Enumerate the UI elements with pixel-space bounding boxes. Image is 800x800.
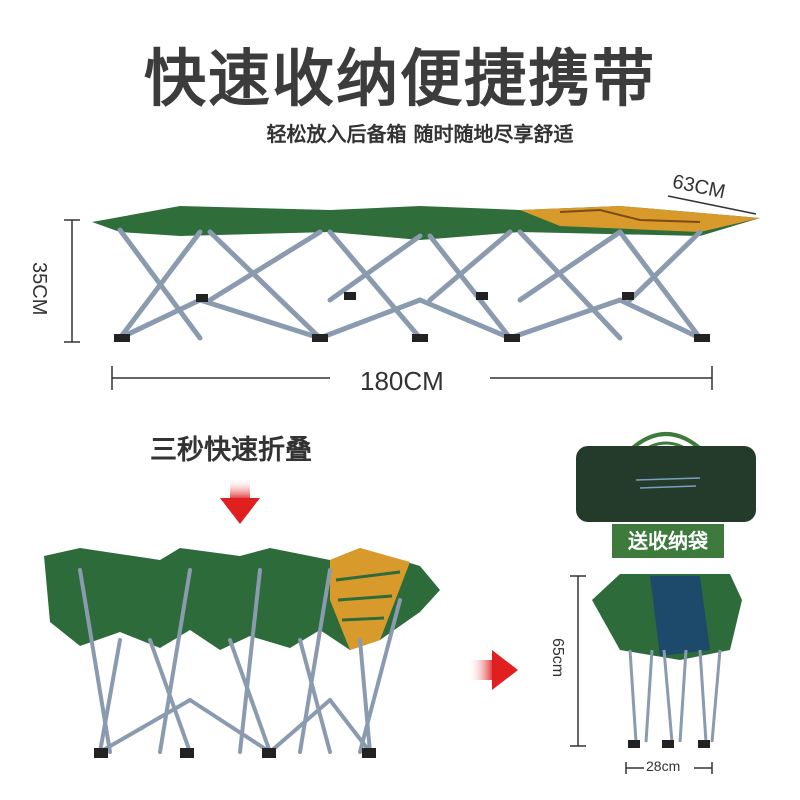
folded-height-dimension-label: 65cm bbox=[549, 638, 566, 678]
fold-down-arrow bbox=[220, 478, 260, 524]
fold-caption: 三秒快速折叠 bbox=[150, 435, 312, 466]
folded-width-dimension-label: 28cm bbox=[646, 758, 681, 774]
page-title: 快速收纳便捷携带 bbox=[143, 42, 656, 115]
folding-cot bbox=[44, 548, 440, 758]
folded-cot bbox=[592, 574, 742, 748]
length-dimension-label: 180CM bbox=[360, 366, 444, 396]
storage-bag-label: 送收纳袋 bbox=[612, 524, 724, 558]
page-subtitle: 轻松放入后备箱 随时随地尽享舒适 bbox=[266, 122, 574, 146]
height-dimension-label: 35CM bbox=[28, 262, 50, 316]
fold-right-arrow bbox=[468, 650, 518, 690]
unfolded-cot bbox=[92, 206, 760, 342]
dimension-lines bbox=[64, 195, 757, 774]
storage-bag bbox=[576, 432, 756, 522]
